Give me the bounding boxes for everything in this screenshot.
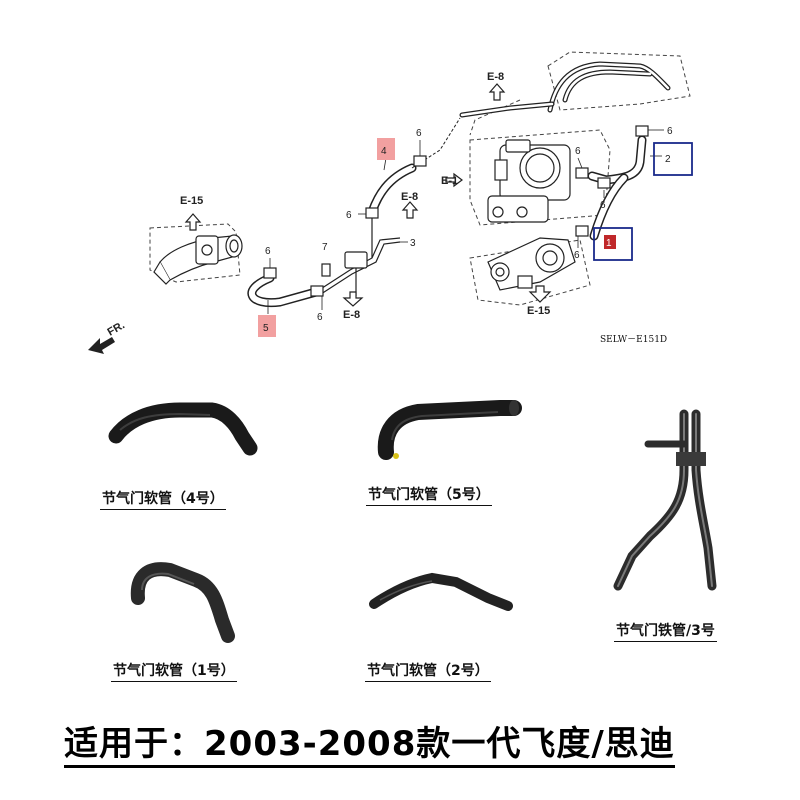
ref-e8-top: E-8 bbox=[487, 71, 504, 83]
part-number-6-a: 6 bbox=[265, 246, 271, 257]
compatibility-footer: 适用于：2003-2008款一代飞度/思迪 bbox=[64, 716, 675, 768]
highlight-1-fill bbox=[604, 235, 616, 249]
highlight-5 bbox=[258, 315, 276, 337]
hose-2 bbox=[587, 135, 647, 185]
ref-e15-left: E-15 bbox=[180, 195, 203, 207]
ref-e15-bottom: E-15 bbox=[527, 305, 550, 317]
part-number-6-d: 6 bbox=[416, 128, 422, 139]
leader-lines bbox=[267, 129, 664, 314]
hose-1 bbox=[589, 173, 629, 241]
caption-hose-1: 节气门软管（1号） bbox=[111, 660, 237, 682]
part-number-6-c: 6 bbox=[346, 210, 352, 221]
part-number-3: 3 bbox=[410, 238, 416, 249]
highlight-box-1 bbox=[593, 227, 633, 261]
part-number-4: 4 bbox=[381, 146, 387, 157]
part-number-5: 5 bbox=[263, 323, 269, 334]
part-number-7: 7 bbox=[322, 242, 328, 253]
clips bbox=[263, 125, 649, 297]
photo-hose-2 bbox=[369, 572, 513, 611]
caption-hose-2: 节气门软管（2号） bbox=[365, 660, 491, 682]
ref-e8-mid: E-8 bbox=[401, 191, 418, 203]
highlight-box-2 bbox=[653, 142, 693, 176]
hose-5 bbox=[247, 273, 321, 308]
part-number-6-b: 6 bbox=[317, 312, 323, 323]
hose-4 bbox=[367, 163, 417, 217]
fr-label: FR. bbox=[106, 319, 127, 338]
part-number-6-e: 6 bbox=[575, 146, 581, 157]
part-number-1: 1 bbox=[606, 238, 612, 249]
caption-hose-4: 节气门软管（4号） bbox=[100, 488, 226, 510]
photo-hose-5 bbox=[377, 400, 522, 460]
front-direction-arrow bbox=[88, 337, 115, 354]
photo-hose-1 bbox=[130, 562, 235, 643]
ref-e8-bottom: E-8 bbox=[343, 309, 360, 321]
caption-hose-5: 节气门软管（5号） bbox=[366, 484, 492, 506]
photo-hose-4 bbox=[108, 402, 258, 456]
part-number-6-h: 6 bbox=[667, 126, 673, 137]
ref-arrows bbox=[184, 83, 552, 307]
pipe-3 bbox=[315, 212, 401, 297]
left-fitting-part bbox=[153, 234, 243, 285]
part-number-6-f: 6 bbox=[600, 200, 606, 211]
thermostat-housing bbox=[487, 237, 576, 291]
caption-pipe-3: 节气门铁管/3号 bbox=[614, 620, 717, 642]
ref-e1: E-1 bbox=[441, 175, 458, 187]
highlight-4 bbox=[377, 138, 395, 160]
diagram-code: SELW－E151D bbox=[600, 335, 667, 345]
photo-pipe-3 bbox=[613, 409, 717, 591]
part-number-2: 2 bbox=[665, 154, 671, 165]
throttle-body bbox=[487, 139, 571, 223]
part-number-6-g: 6 bbox=[574, 250, 580, 261]
